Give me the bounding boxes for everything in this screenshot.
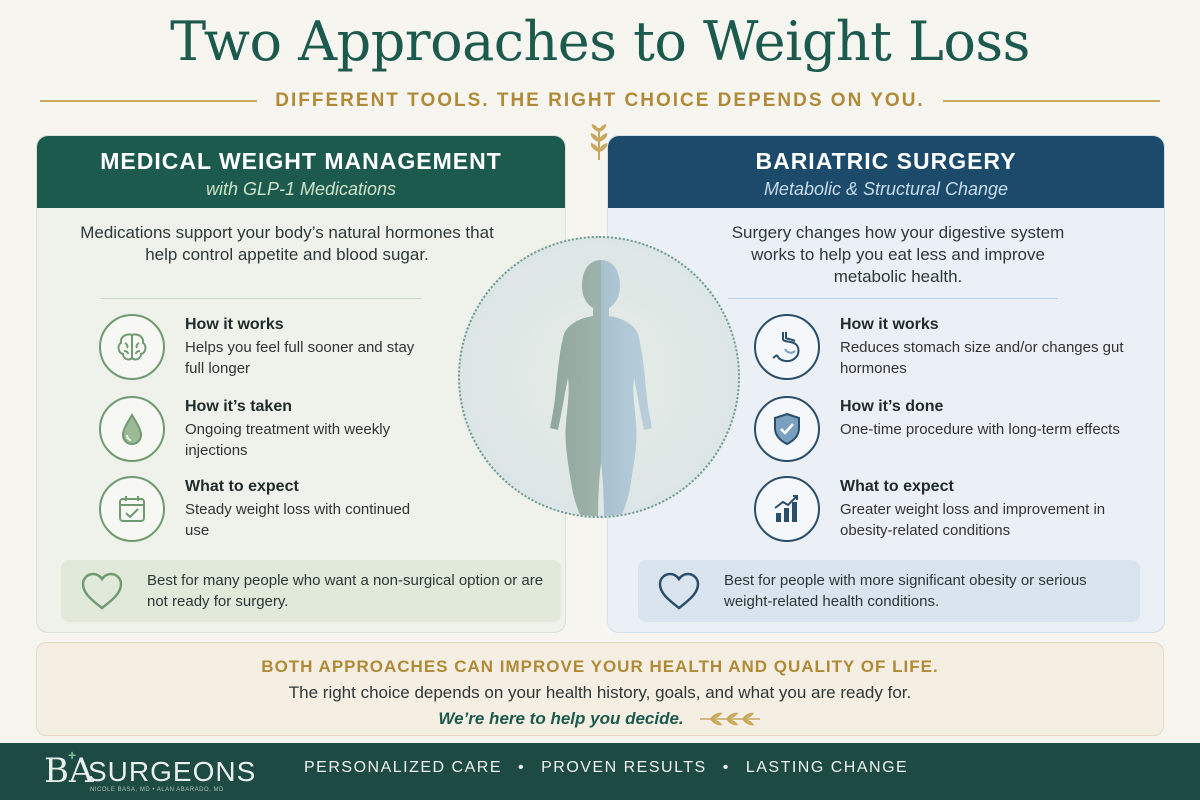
- left-item-3-text: Steady weight loss with continued use: [185, 501, 411, 539]
- footer-taglines: PERSONALIZED CARE • PROVEN RESULTS • LAS…: [304, 759, 908, 777]
- tagline-proven-results: PROVEN RESULTS: [541, 759, 707, 776]
- page-subtitle: DIFFERENT TOOLS. THE RIGHT CHOICE DEPEND…: [275, 90, 925, 111]
- left-item-1-text: Helps you feel full sooner and stay full…: [185, 339, 415, 377]
- shield-check-icon: [754, 396, 820, 462]
- ba-surgeons-logo: BA + SURGEONS NICOLE BASA, MD • ALAN ABA…: [44, 747, 257, 795]
- right-item-1-text: Reduces stomach size and/or changes gut …: [840, 339, 1124, 377]
- logo-wordmark: SURGEONS: [88, 756, 257, 787]
- left-item-2-text: Ongoing treatment with weekly injections: [185, 421, 391, 459]
- summary-text: The right choice depends on your health …: [288, 683, 912, 702]
- right-item-2-text: One-time procedure with long-term effect…: [840, 421, 1120, 438]
- left-panel-header: MEDICAL WEIGHT MANAGEMENT with GLP-1 Med…: [37, 136, 565, 208]
- right-item-1-title: How it works: [840, 316, 939, 333]
- logo-mark: BA: [44, 751, 94, 791]
- logo-plus-icon: +: [68, 747, 77, 763]
- female-silhouette-icon: [550, 260, 652, 516]
- right-panel-title: BARIATRIC SURGERY: [755, 148, 1017, 174]
- left-item-2-title: How it’s taken: [185, 398, 292, 415]
- summary-cta-row: We’re here to help you decide.: [37, 709, 1163, 729]
- bariatric-surgery-panel: BARIATRIC SURGERY Metabolic & Structural…: [607, 135, 1165, 633]
- right-item-2-title: How it’s done: [840, 398, 944, 415]
- left-panel-divider: [101, 298, 421, 299]
- tagline-lasting-change: LASTING CHANGE: [745, 759, 909, 776]
- body-silhouette-illustration: [458, 236, 740, 518]
- bar-chart-up-icon: [754, 476, 820, 542]
- left-item-1-title: How it works: [185, 316, 284, 333]
- brain-icon: [99, 314, 165, 380]
- right-best-for-text: Best for people with more significant ob…: [724, 572, 1087, 610]
- droplet-icon: [99, 396, 165, 462]
- right-panel-intro: Surgery changes how your digestive syste…: [731, 223, 1065, 286]
- laurel-branch-icon: [699, 712, 760, 726]
- footer-bar: BA + SURGEONS NICOLE BASA, MD • ALAN ABA…: [0, 743, 1200, 800]
- page-title: Two Approaches to Weight Loss: [170, 10, 1030, 73]
- calendar-check-icon: [99, 476, 165, 542]
- logo-doctors: NICOLE BASA, MD • ALAN ABARADO, MD: [90, 787, 224, 793]
- left-item-3-title: What to expect: [185, 478, 299, 495]
- tagline-personalized-care: PERSONALIZED CARE: [304, 759, 502, 776]
- tagline-separator: •: [517, 759, 526, 776]
- summary-cta: We’re here to help you decide.: [438, 709, 684, 728]
- right-panel-subtitle: Metabolic & Structural Change: [763, 179, 1009, 199]
- left-panel-intro: Medications support your body’s natural …: [80, 223, 494, 264]
- right-panel-divider: [728, 298, 1058, 299]
- left-panel-title: MEDICAL WEIGHT MANAGEMENT: [100, 148, 502, 174]
- right-item-3-text: Greater weight loss and improvement in o…: [840, 501, 1106, 539]
- subtitle-row: DIFFERENT TOOLS. THE RIGHT CHOICE DEPEND…: [40, 88, 1160, 114]
- heart-icon: [81, 572, 123, 610]
- subtitle-rule-left: [40, 100, 258, 102]
- left-best-for-box: Best for many people who want a non-surg…: [61, 560, 561, 622]
- summary-headline: BOTH APPROACHES CAN IMPROVE YOUR HEALTH …: [261, 657, 939, 676]
- left-best-for-text: Best for many people who want a non-surg…: [147, 572, 544, 610]
- wheat-sprig-icon: [590, 124, 608, 160]
- medical-weight-management-panel: MEDICAL WEIGHT MANAGEMENT with GLP-1 Med…: [36, 135, 566, 633]
- tagline-separator: •: [722, 759, 730, 776]
- left-panel-subtitle: with GLP-1 Medications: [205, 179, 397, 199]
- stomach-icon: [754, 314, 820, 380]
- right-best-for-box: Best for people with more significant ob…: [638, 560, 1140, 622]
- heart-icon: [658, 572, 700, 610]
- subtitle-rule-right: [942, 100, 1160, 102]
- right-panel-header: BARIATRIC SURGERY Metabolic & Structural…: [608, 136, 1164, 208]
- right-item-3-title: What to expect: [840, 478, 954, 495]
- summary-box: BOTH APPROACHES CAN IMPROVE YOUR HEALTH …: [36, 642, 1164, 736]
